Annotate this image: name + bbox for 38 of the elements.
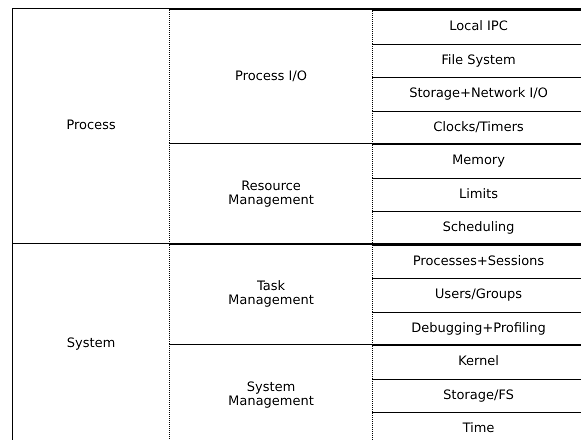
item-label: Limits	[459, 188, 498, 202]
item-label: Clocks/Timers	[433, 120, 524, 135]
category-label: Task Management	[227, 280, 315, 308]
category-cell	[169, 9, 581, 143]
category-label: Process I/O	[235, 70, 307, 84]
category-label: Resource Management	[227, 180, 315, 208]
item-label: Kernel	[458, 355, 499, 370]
item-cell	[372, 10, 581, 44]
item-cell	[372, 412, 581, 440]
item-cell	[372, 211, 581, 244]
item-label: Scheduling	[442, 221, 514, 236]
item-label: Users/Groups	[434, 288, 522, 302]
item-cell	[372, 144, 581, 178]
item-label: File System	[441, 54, 516, 68]
item-cell	[372, 278, 581, 312]
category-cell	[169, 244, 581, 344]
item-label: Local IPC	[449, 20, 508, 34]
category-label: System	[66, 336, 116, 350]
item-label: Processes+Sessions	[412, 254, 544, 269]
category-label: Process	[66, 118, 116, 133]
item-label: Storage/FS	[443, 388, 514, 403]
item-label: Time	[462, 422, 494, 436]
category-label: System Management	[227, 380, 315, 409]
item-label: Memory	[452, 154, 505, 168]
item-label: Debugging+Profiling	[411, 322, 546, 336]
item-cell	[372, 178, 581, 211]
item-cell	[372, 110, 581, 144]
item-cell	[372, 378, 581, 412]
category-cell	[169, 143, 581, 244]
category-cell	[12, 8, 581, 242]
item-label: Storage+Network I/O	[409, 87, 548, 102]
item-cell	[372, 244, 581, 278]
category-cell	[12, 242, 581, 440]
item-cell	[372, 312, 581, 345]
item-cell	[372, 77, 581, 110]
category-cell	[169, 344, 581, 440]
item-cell	[372, 345, 581, 378]
item-cell	[372, 44, 581, 77]
